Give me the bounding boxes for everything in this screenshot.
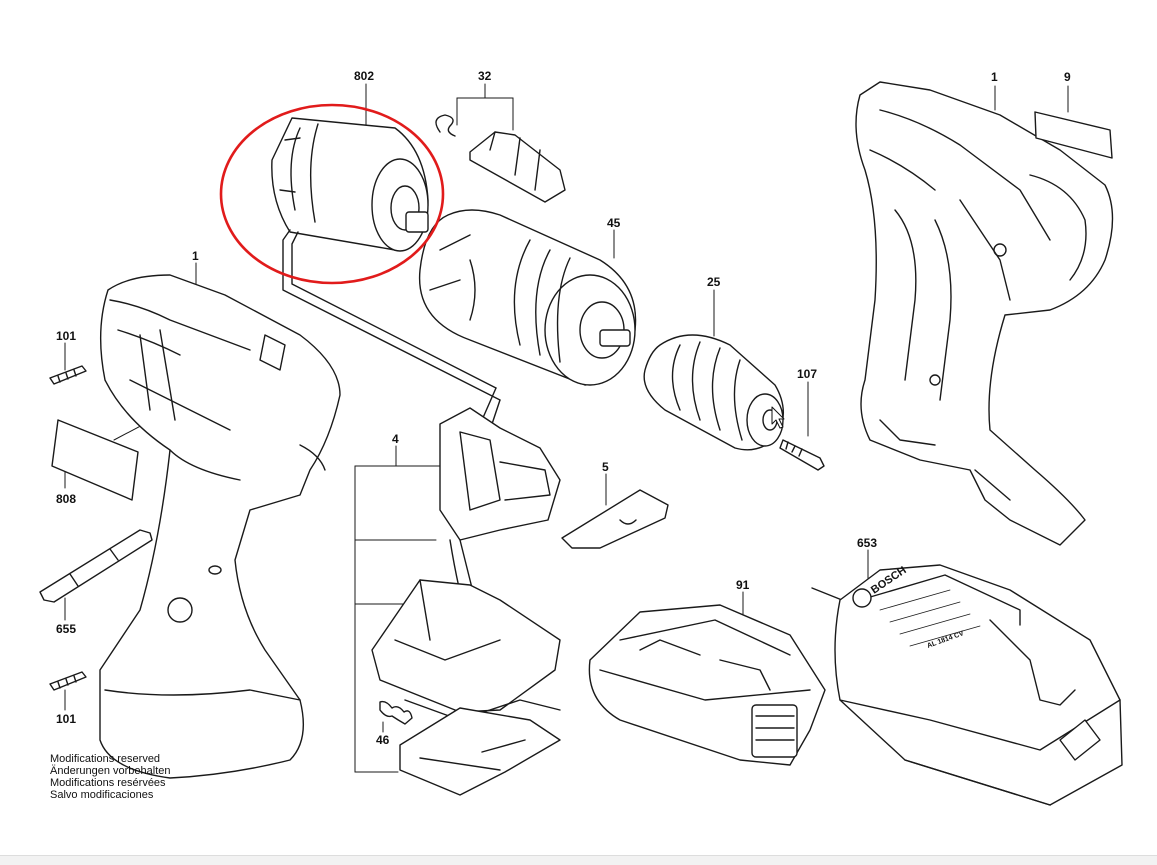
label-808: 808 bbox=[56, 492, 76, 506]
spring-part-46 bbox=[379, 700, 413, 725]
label-32: 32 bbox=[478, 69, 492, 83]
chuck-part-25 bbox=[643, 334, 784, 451]
switch-assembly-part-4 bbox=[371, 407, 561, 796]
label-1-top: 1 bbox=[991, 70, 998, 84]
label-46: 46 bbox=[376, 733, 390, 747]
housing-right-part-1 bbox=[855, 81, 1114, 546]
screw-part-107 bbox=[779, 439, 825, 471]
label-part-9 bbox=[1034, 111, 1113, 159]
note-line-fr: Modifications resérvées bbox=[50, 777, 166, 789]
label-802: 802 bbox=[354, 69, 374, 83]
note-line-es: Salvo modificaciones bbox=[50, 789, 154, 801]
highlight-circle bbox=[219, 103, 445, 285]
label-45: 45 bbox=[607, 216, 621, 230]
label-part-808 bbox=[51, 419, 139, 501]
label-5: 5 bbox=[602, 460, 609, 474]
switch-part-32 bbox=[435, 114, 566, 203]
label-101-top: 101 bbox=[56, 329, 76, 343]
label-91: 91 bbox=[736, 578, 750, 592]
screw-part-101-top bbox=[49, 365, 87, 385]
housing-left-part-1 bbox=[99, 274, 341, 779]
label-4: 4 bbox=[392, 432, 399, 446]
gearbox-part-45 bbox=[418, 209, 637, 386]
label-653: 653 bbox=[857, 536, 877, 550]
motor-part-802 bbox=[271, 117, 501, 431]
label-1-left: 1 bbox=[192, 249, 199, 263]
mouse-cursor-icon bbox=[771, 406, 785, 429]
label-101-bottom: 101 bbox=[56, 712, 76, 726]
label-25: 25 bbox=[707, 275, 721, 289]
label-655: 655 bbox=[56, 622, 76, 636]
part-number-labels: 802 32 1 9 45 25 1 101 808 107 4 5 653 9… bbox=[56, 69, 1071, 747]
battery-part-91 bbox=[588, 604, 826, 766]
note-line-de: Änderungen vorbehalten bbox=[50, 765, 171, 777]
bit-part-655 bbox=[39, 529, 153, 603]
note-line-en: Modifications reserved bbox=[50, 753, 161, 765]
label-107: 107 bbox=[797, 367, 817, 381]
label-9: 9 bbox=[1064, 70, 1071, 84]
charger-part-653 bbox=[811, 564, 1123, 806]
cover-part-5 bbox=[561, 489, 669, 549]
window-bottom-bar bbox=[0, 855, 1157, 865]
screw-part-101-bottom bbox=[49, 671, 87, 691]
modifications-note: Modifications reserved Änderungen vorbeh… bbox=[50, 753, 170, 801]
